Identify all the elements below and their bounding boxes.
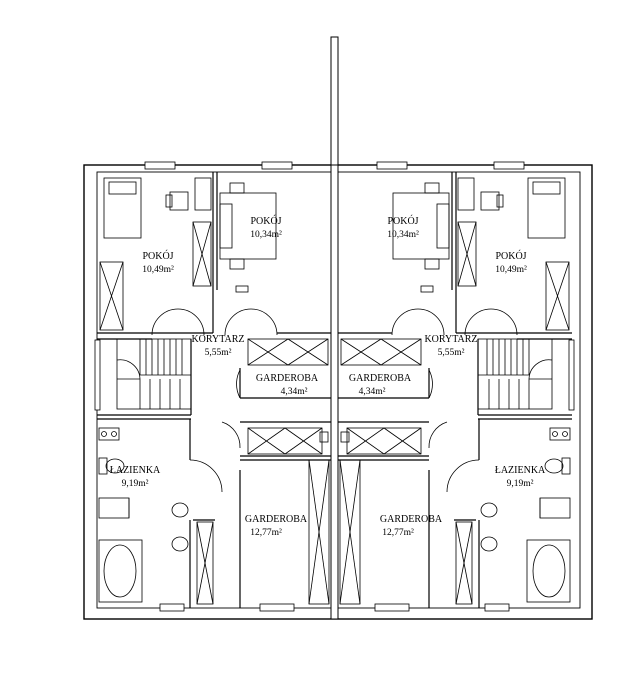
- party-wall-top: [330, 36, 339, 166]
- room-label: POKÓJ: [387, 215, 418, 227]
- window: [144, 161, 176, 170]
- shower: [98, 497, 130, 519]
- room-area: 4,34m²: [359, 387, 386, 397]
- washbasin: [171, 536, 189, 552]
- tall-cabinet: [196, 521, 214, 605]
- room-area: 12,77m²: [250, 528, 282, 538]
- room-area: 5,55m²: [438, 348, 465, 358]
- room-area: 10,49m²: [142, 265, 174, 275]
- party-wall: [330, 164, 339, 620]
- room-label: GARDEROBA: [380, 514, 443, 525]
- labels-left: POKÓJ 10,49m² POKÓJ 10,34m² KORYTARZ 5,5…: [110, 215, 319, 538]
- sink: [98, 427, 120, 441]
- window: [94, 339, 101, 411]
- room-label: POKÓJ: [250, 215, 281, 227]
- radiator: [319, 431, 329, 443]
- pillow: [219, 203, 233, 249]
- room-label: ŁAZIENKA: [495, 465, 546, 476]
- labels-right: POKÓJ 10,49m² POKÓJ 10,34m² KORYTARZ 5,5…: [349, 215, 546, 538]
- toilet: [105, 458, 125, 474]
- room-area: 10,34m²: [387, 230, 419, 240]
- bathtub: [98, 539, 143, 603]
- room-label: POKÓJ: [142, 250, 173, 262]
- room-label: GARDEROBA: [256, 373, 319, 384]
- structure: [83, 36, 593, 620]
- chair-back: [165, 194, 173, 208]
- room-area: 4,34m²: [281, 387, 308, 397]
- room-area: 10,34m²: [250, 230, 282, 240]
- wardrobe: [99, 261, 124, 331]
- room-label: KORYTARZ: [424, 334, 477, 345]
- cabinet-row: [247, 427, 323, 455]
- room-area: 10,49m²: [495, 265, 527, 275]
- room-label: GARDEROBA: [349, 373, 412, 384]
- room-label: POKÓJ: [495, 250, 526, 262]
- unit-left: [94, 161, 331, 612]
- cabinet: [192, 221, 212, 287]
- room-label: GARDEROBA: [245, 514, 308, 525]
- cabinet-row: [247, 338, 329, 366]
- nightstand: [229, 182, 245, 194]
- room-area: 12,77m²: [382, 528, 414, 538]
- nightstand: [229, 258, 245, 270]
- staircase: [116, 338, 192, 410]
- window: [259, 603, 295, 612]
- chair: [169, 191, 189, 211]
- washbasin: [171, 502, 189, 518]
- bed: [103, 177, 142, 239]
- room-area: 9,19m²: [122, 479, 149, 489]
- room-area: 5,55m²: [205, 348, 232, 358]
- pillow: [108, 181, 137, 195]
- toilet-tank: [98, 457, 108, 475]
- nightstand: [235, 285, 249, 293]
- room-label: ŁAZIENKA: [110, 465, 161, 476]
- window: [261, 161, 293, 170]
- room-label: KORYTARZ: [191, 334, 244, 345]
- room-area: 9,19m²: [507, 479, 534, 489]
- window: [159, 603, 185, 612]
- desk: [194, 177, 212, 211]
